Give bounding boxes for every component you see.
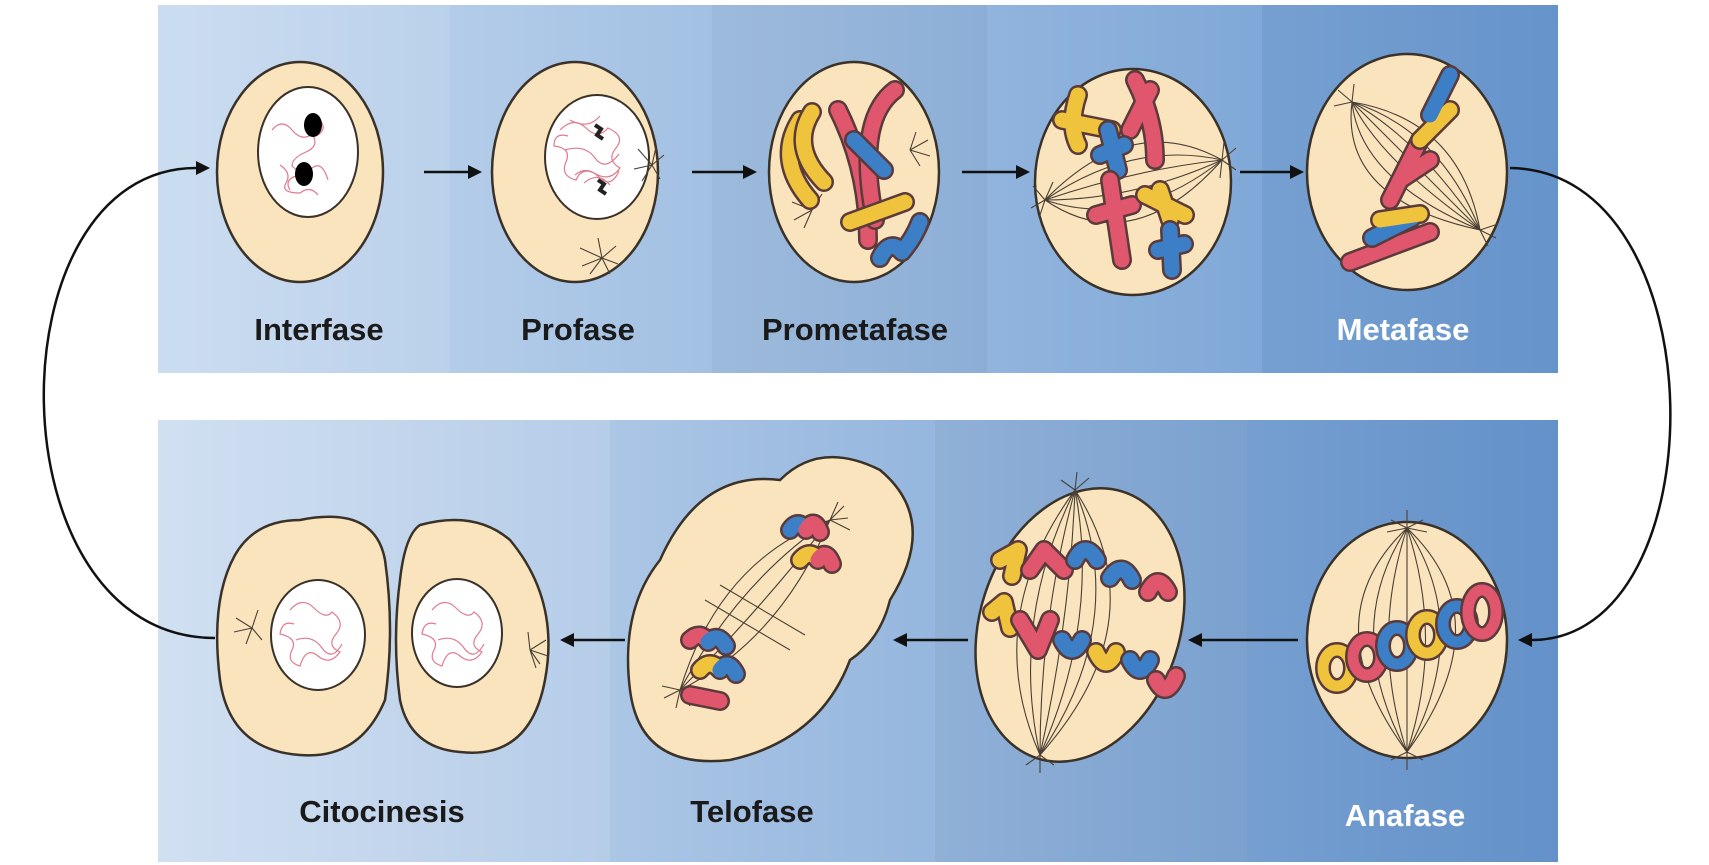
stage-label-citocinesis: Citocinesis [299, 794, 464, 829]
metafase-cell [1307, 54, 1507, 290]
stage-label-interfase: Interfase [254, 312, 383, 347]
stage-label-profase: Profase [521, 312, 635, 347]
stage-label-telofase: Telofase [690, 794, 813, 829]
stage-label-prometafase: Prometafase [762, 312, 948, 347]
nucleolus-icon [304, 113, 322, 137]
stage-label-anafase: Anafase [1345, 798, 1466, 833]
prometafase-cell [769, 62, 939, 282]
stage-label-metafase: Metafase [1337, 312, 1470, 347]
interfase-cell [217, 62, 383, 282]
nucleolus-icon [295, 162, 313, 186]
